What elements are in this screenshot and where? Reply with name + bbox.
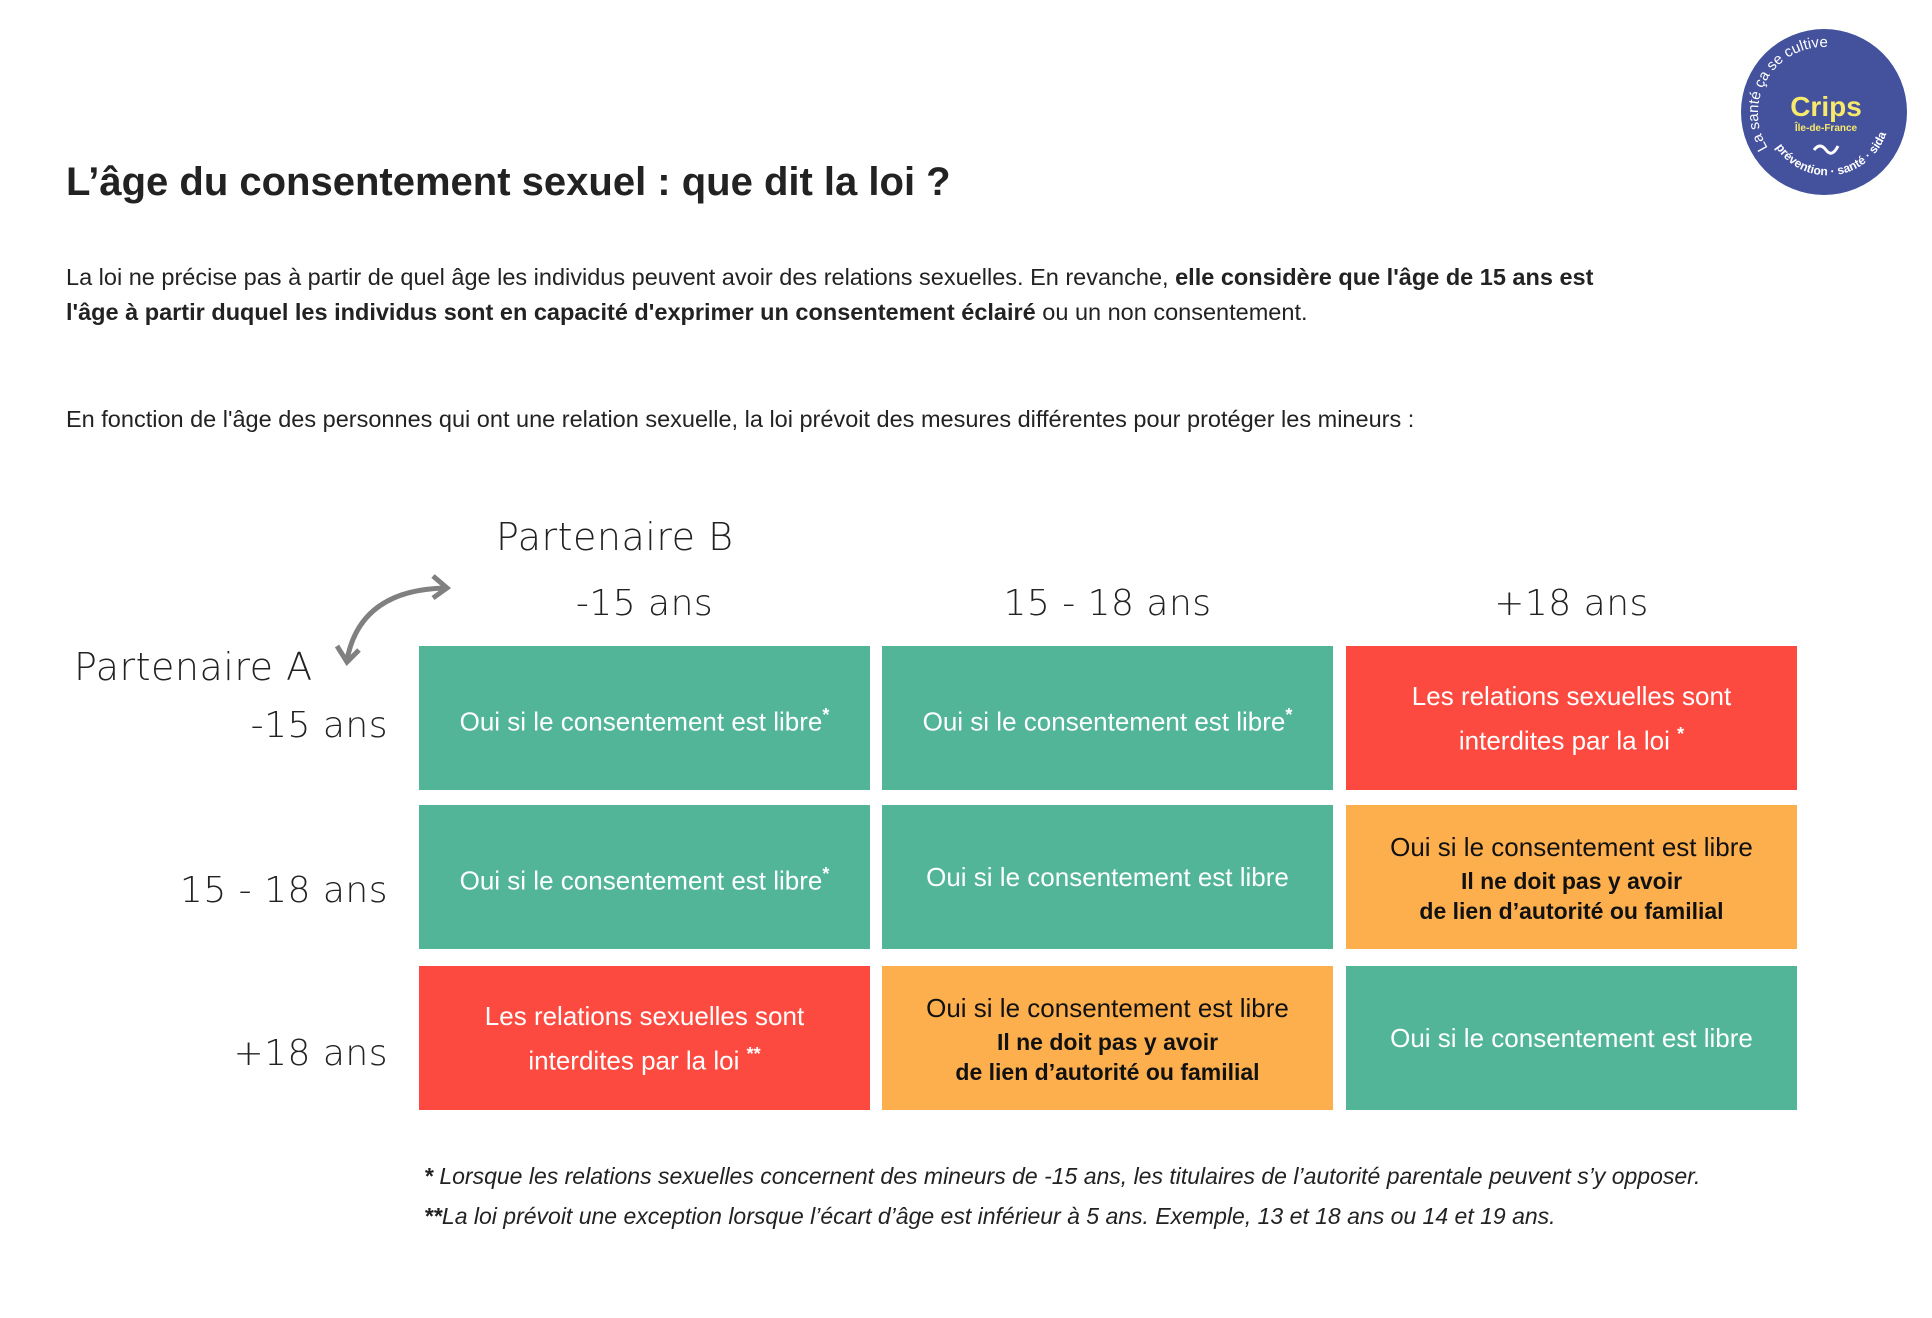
crips-logo: La santé ça se cultive prévention · sant…	[1740, 28, 1908, 196]
curved-arrow-icon	[335, 574, 452, 666]
footnote: * Lorsque les relations sexuelles concer…	[424, 1163, 1701, 1189]
table-cell: Les relations sexuelles sont interdites …	[1346, 646, 1797, 790]
page-title: L’âge du consentement sexuel : que dit l…	[66, 160, 951, 204]
intro-text-end: ou un non consentement.	[1035, 299, 1308, 325]
column-header: 15 - 18 ans	[1003, 583, 1212, 624]
svg-text:Île-de-France: Île-de-France	[1794, 121, 1858, 134]
footnote: **La loi prévoit une exception lorsque l…	[424, 1203, 1556, 1229]
row-header: 15 - 18 ans	[179, 870, 388, 911]
table-cell: Oui si le consentement est libre*	[419, 805, 870, 949]
intro2-paragraph: En fonction de l'âge des personnes qui o…	[66, 406, 1415, 432]
intro-paragraph: La loi ne précise pas à partir de quel â…	[66, 260, 1626, 330]
partner-b-label: Partenaire B	[496, 515, 734, 559]
partner-a-label: Partenaire A	[74, 645, 313, 689]
intro-text: La loi ne précise pas à partir de quel â…	[66, 264, 1176, 290]
table-cell: Oui si le consentement est libre	[882, 805, 1333, 949]
row-header: +18 ans	[233, 1033, 388, 1074]
table-cell: Oui si le consentement est libre*	[882, 646, 1333, 790]
table-cell: Oui si le consentement est libre	[1346, 966, 1797, 1110]
table-cell: Oui si le consentement est libre*	[419, 646, 870, 790]
table-cell: Les relations sexuelles sont interdites …	[419, 966, 870, 1110]
intro-bold: elle considère que l'âge de 15 ans est l…	[66, 264, 1594, 325]
column-header: -15 ans	[575, 583, 714, 624]
row-header: -15 ans	[250, 705, 388, 746]
svg-text:Crips: Crips	[1790, 91, 1862, 122]
column-header: +18 ans	[1494, 583, 1649, 624]
